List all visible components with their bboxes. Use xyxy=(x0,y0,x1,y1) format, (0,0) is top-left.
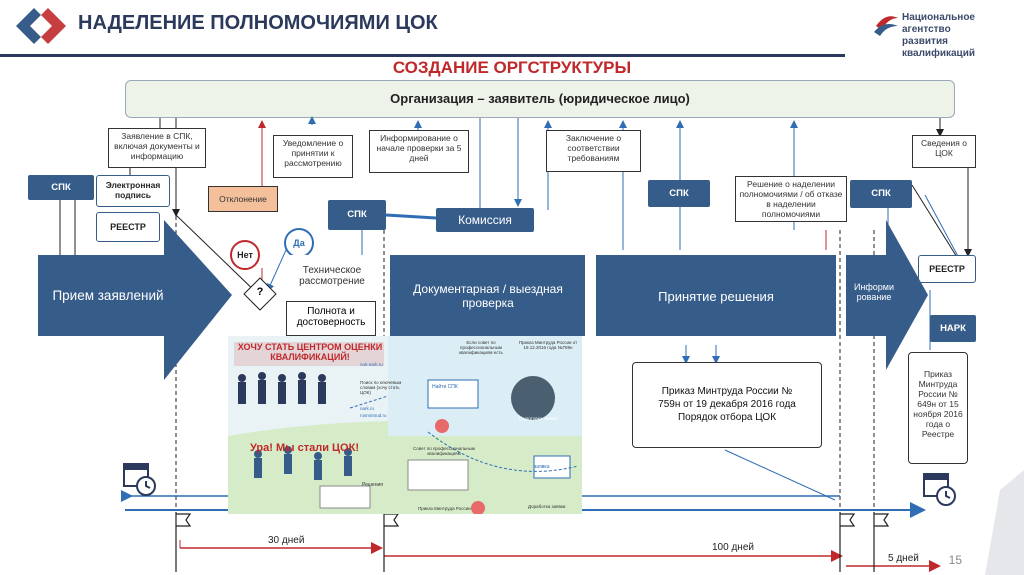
order-759-line1: Приказ Минтруда России № xyxy=(661,386,793,397)
stage-decision: Принятие решения xyxy=(658,289,774,304)
commission-button: Комиссия xyxy=(436,208,534,232)
note-conclusion: Заключение о соответствии требованиям xyxy=(546,130,641,172)
registry-box-1: РЕЕСТР xyxy=(96,212,160,242)
poster-search: Поиск по ключевым словам (хочу стать ЦОК… xyxy=(360,380,402,395)
poster-art xyxy=(228,336,582,514)
poster-rosmintrud: rosmintrud.ru xyxy=(360,413,387,418)
spk-button-2: СПК xyxy=(328,200,386,230)
header-rule xyxy=(0,54,845,57)
calendar-clock-icon xyxy=(123,463,156,496)
timeline-5-days: 5 дней xyxy=(888,553,919,564)
note-notification: Уведомление о принятии к рассмотрению xyxy=(273,135,353,178)
poster-spk-top: Если совет по профессиональным квалифика… xyxy=(459,340,503,355)
nark-logo-icon xyxy=(874,16,898,36)
order-759-line2: 759н от 19 декабря 2016 года xyxy=(658,399,796,410)
spk-button-3: СПК xyxy=(648,180,710,207)
stage-inform: Информи рование xyxy=(853,282,895,302)
logo-text: Национальное агентство развития квалифик… xyxy=(902,12,1022,60)
diamond-logo-icon xyxy=(16,8,66,44)
note-inform-start: Информирование о начале проверки за 5 дн… xyxy=(369,130,469,173)
esign-box: Электронная подпись xyxy=(96,175,170,207)
order-scroll-759: Приказ Минтруда России № 759н от 19 дека… xyxy=(632,362,822,448)
poster-revision: Доработка заявки xyxy=(528,504,566,509)
order-scroll-649: Приказ Минтруда России № 649н от 15 нояб… xyxy=(908,352,968,464)
stage-intake: Прием заявлений xyxy=(52,288,164,303)
stage-doc-check: Документарная / выездная проверка xyxy=(413,282,563,310)
no-circle: Нет xyxy=(230,240,260,270)
calendar-clock-icon xyxy=(923,473,956,506)
poster-find-spk: Найти СПК xyxy=(432,384,458,390)
note-decision: Решение о наделении полномочиями / об от… xyxy=(735,176,847,222)
poster-decision: Решения xyxy=(362,482,383,488)
poster-hooray: Ура! Мы стали ЦОК! xyxy=(250,442,359,454)
order-759-line3: Порядок отбора ЦОК xyxy=(677,412,777,423)
poster-links: nok-nark.ru xyxy=(360,362,383,367)
note-rejection: Отклонение xyxy=(208,186,278,212)
poster-nark-site: nark.ru xyxy=(360,406,375,411)
logo-line-2: развития квалификаций xyxy=(902,36,975,59)
timeline-30-days: 30 дней xyxy=(268,535,305,546)
stage-tech-review: Техническое рассмотрение xyxy=(299,265,365,287)
applicant-organization-box: Организация – заявитель (юридическое лиц… xyxy=(125,80,955,118)
nark-button: НАРК xyxy=(930,315,976,342)
poster-prepare: Подготовка заявки xyxy=(518,416,558,421)
completeness-box: Полнота и достоверность xyxy=(286,301,376,336)
infographic-poster: ХОЧУ СТАТЬ ЦЕНТРОМ ОЦЕНКИ КВАЛИФИКАЦИЙ! … xyxy=(228,336,582,514)
decision-diamond: ? xyxy=(256,286,264,298)
poster-banner: ХОЧУ СТАТЬ ЦЕНТРОМ ОЦЕНКИ КВАЛИФИКАЦИЙ! xyxy=(237,342,383,362)
poster-spk-bottom: Совет по профессиональным квалификациям xyxy=(413,446,475,456)
note-application: Заявление в СПК, включая документы и инф… xyxy=(108,128,206,168)
poster-commission-tag: Приказ Минтруда России xyxy=(418,506,471,511)
poster-application: заявка xyxy=(534,464,550,470)
spk-button-4: СПК xyxy=(850,180,912,208)
page-title: НАДЕЛЕНИЕ ПОЛНОМОЧИЯМИ ЦОК xyxy=(78,12,438,34)
poster-order: Приказ Минтруда России от 19.12.2016 год… xyxy=(518,340,578,350)
spk-button-1: СПК xyxy=(28,175,94,200)
page-number: 15 xyxy=(948,553,962,567)
logo-line-1: Национальное агентство xyxy=(902,12,975,35)
section-subtitle: СОЗДАНИЕ ОРГСТРУКТУРЫ xyxy=(392,58,632,77)
slide-header: НАДЕЛЕНИЕ ПОЛНОМОЧИЯМИ ЦОК Национальное … xyxy=(0,0,1024,59)
timeline-100-days: 100 дней xyxy=(712,542,754,553)
registry-box-2: РЕЕСТР xyxy=(918,255,976,283)
note-info-cok: Сведения о ЦОК xyxy=(912,135,976,168)
